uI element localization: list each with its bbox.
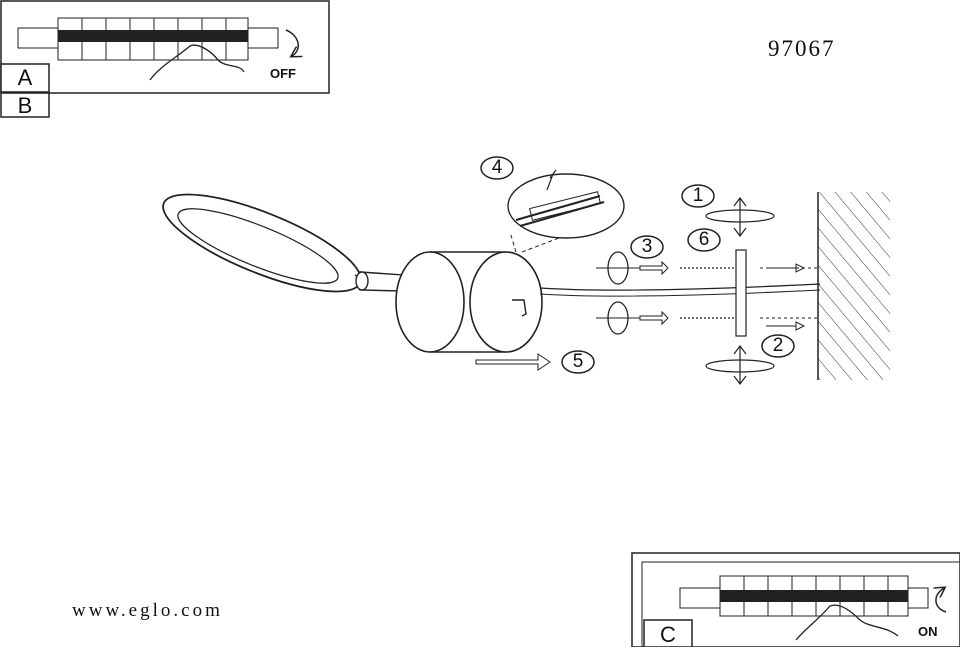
slide-arrow-icon [475, 353, 551, 371]
model-number: 97067 [768, 36, 836, 61]
switch-off-label: OFF [270, 66, 296, 81]
terminal-block-detail [507, 169, 625, 239]
rotate-arrow-icon [936, 588, 946, 613]
panel-a-label: A [17, 65, 33, 90]
rotate-arrow-icon [596, 251, 669, 335]
step-2-label: 2 [772, 335, 784, 356]
power-cable [539, 283, 821, 291]
hand-icon [149, 44, 245, 81]
hand-icon [795, 604, 899, 641]
screws-and-plate [680, 249, 818, 337]
panel-b [0, 92, 50, 118]
panel-c [631, 552, 960, 647]
screwdriver-icon [546, 169, 557, 191]
website-url: www.eglo.com [72, 600, 223, 621]
breaker-panel-icon [17, 17, 279, 61]
lamp-base [395, 251, 543, 353]
wall [817, 192, 890, 380]
step-3-label: 3 [641, 236, 653, 257]
adjust-arrows-icon [705, 197, 775, 385]
lamp-head [162, 193, 385, 293]
rotate-arrow-icon [285, 29, 298, 56]
step-1-label: 1 [692, 185, 704, 206]
panel-b-label: B [17, 93, 33, 118]
panel-a [0, 0, 330, 94]
step-4-label: 4 [491, 157, 503, 178]
switch-on-label: ON [918, 624, 938, 639]
step-5-label: 5 [572, 351, 584, 372]
panel-c-label: C [660, 622, 676, 647]
step-6-label: 6 [698, 229, 710, 250]
breaker-panel-icon [679, 575, 929, 617]
